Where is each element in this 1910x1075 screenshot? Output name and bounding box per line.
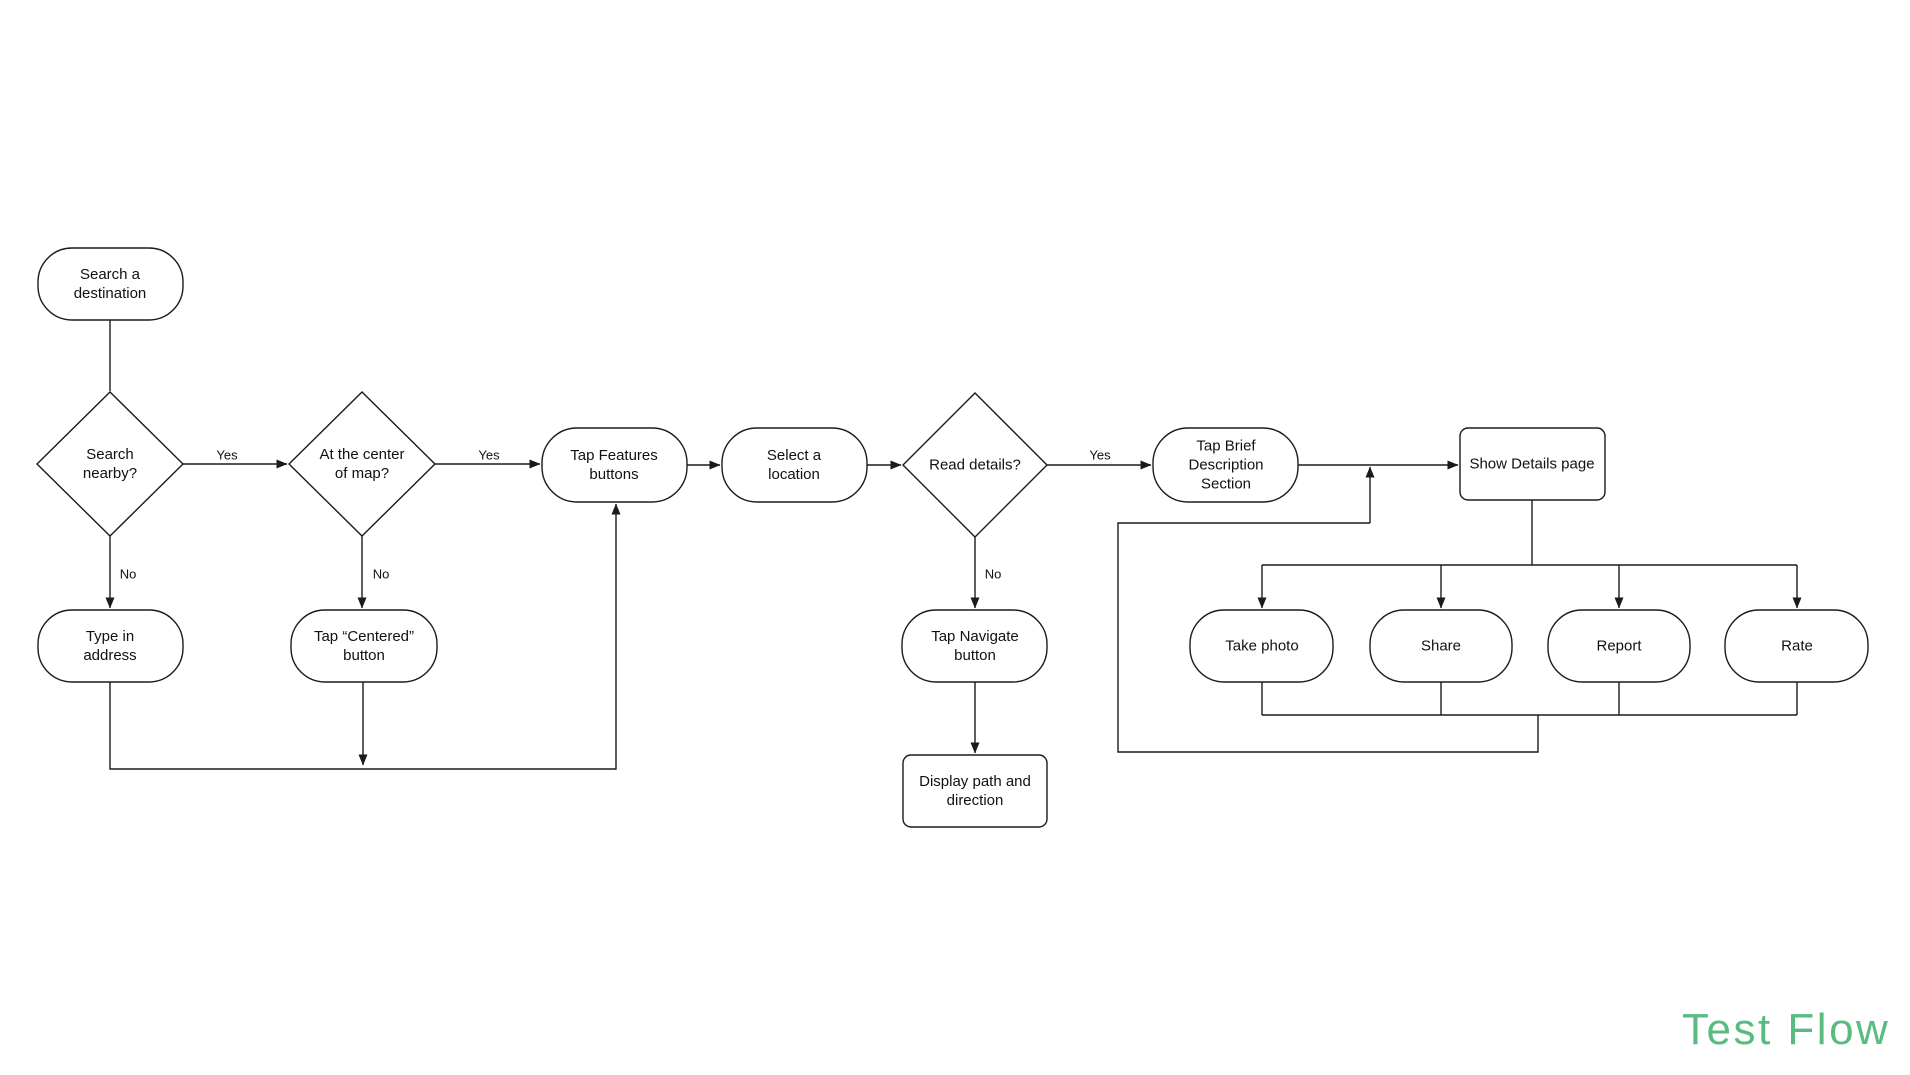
edge-label-no-center: No <box>372 566 390 582</box>
edge-label-no-nearby: No <box>119 566 137 582</box>
node-shape-type-address <box>37 609 184 683</box>
edge-label-yes-center: Yes <box>478 447 500 463</box>
edge-label-yes-nearby: Yes <box>216 447 238 463</box>
node-shape-tap-features <box>541 427 688 503</box>
edge-label-no-read: No <box>984 566 1002 582</box>
node-label-show-details: Show Details page <box>1469 455 1595 473</box>
node-label-share: Share <box>1420 637 1462 655</box>
node-label-tap-features: Tap Features buttons <box>570 447 658 483</box>
node-shape-report <box>1547 609 1691 683</box>
node-shape-tap-brief <box>1152 427 1299 503</box>
node-shape-display-path <box>902 754 1048 828</box>
node-label-rate: Rate <box>1781 637 1813 655</box>
edge-loop-return <box>1117 522 1539 753</box>
diagram-title: Test Flow <box>1682 1005 1891 1054</box>
node-label-tap-brief: Tap Brief Description Section <box>1188 437 1264 493</box>
node-shape-rate <box>1724 609 1869 683</box>
edge-loop-left-to-features <box>109 503 621 770</box>
node-label-center-of-map: At the center of map? <box>319 446 405 482</box>
node-label-search-nearby: Search nearby? <box>82 446 138 482</box>
node-shape-tap-centered <box>290 609 438 683</box>
node-shape-read-details <box>902 392 1048 538</box>
node-shape-search-destination <box>37 247 184 321</box>
node-label-type-address: Type in address <box>83 628 137 664</box>
node-label-display-path: Display path and direction <box>919 773 1031 809</box>
node-shape-tap-navigate <box>901 609 1048 683</box>
node-shape-select-location <box>721 427 868 503</box>
node-label-read-details: Read details? <box>929 456 1021 474</box>
node-label-tap-navigate: Tap Navigate button <box>931 628 1019 664</box>
node-shape-search-nearby <box>36 391 184 537</box>
node-label-tap-centered: Tap “Centered” button <box>313 628 415 664</box>
node-label-search-destination: Search a destination <box>73 266 147 302</box>
edge-label-yes-read: Yes <box>1089 447 1111 463</box>
node-label-report: Report <box>1596 637 1642 655</box>
node-label-take-photo: Take photo <box>1225 637 1299 655</box>
node-label-select-location: Select a location <box>766 447 822 483</box>
node-shape-take-photo <box>1189 609 1334 683</box>
node-shape-show-details <box>1459 427 1606 501</box>
node-shape-center-of-map <box>288 391 436 537</box>
node-shape-share <box>1369 609 1513 683</box>
